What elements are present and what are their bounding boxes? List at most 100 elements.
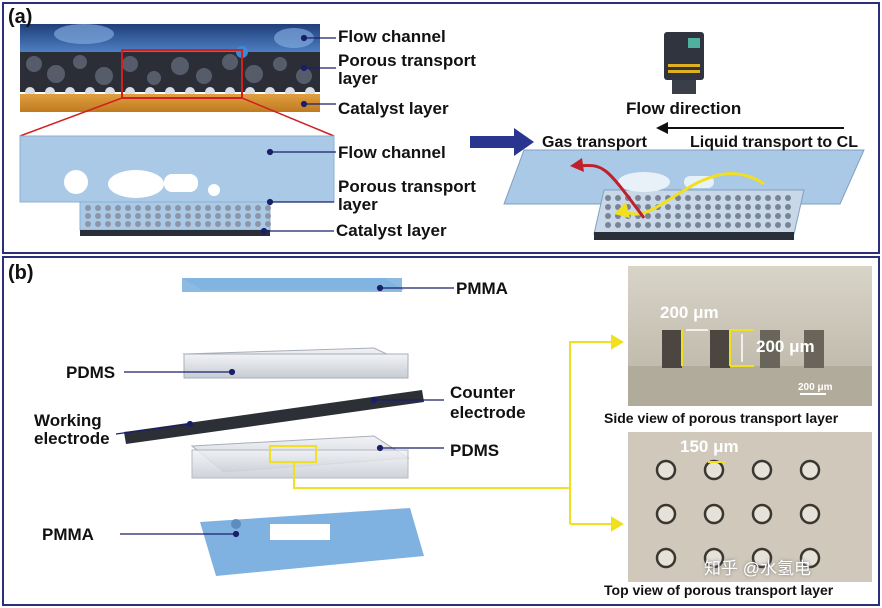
pillar-dot xyxy=(685,195,691,201)
pillar-top-view xyxy=(751,503,773,525)
pillar-dot xyxy=(185,221,191,227)
top-view-image xyxy=(628,432,872,582)
transition-arrow xyxy=(470,128,534,156)
pillar-dot xyxy=(645,195,651,201)
pillar-dot xyxy=(645,204,651,210)
pillar-dot xyxy=(655,222,661,228)
pillar-dot xyxy=(165,221,171,227)
pillar-dot xyxy=(225,213,231,219)
panel-b: (b) PMMA PDMS Counter electrode Working … xyxy=(2,256,880,606)
pillar-dot xyxy=(145,213,151,219)
pillar-dot xyxy=(725,195,731,201)
pillar-dot xyxy=(615,222,621,228)
stack-ptl-label-line2: layer xyxy=(338,69,378,88)
pillar-dot xyxy=(105,213,111,219)
side-view-image xyxy=(628,266,872,406)
pillar-top-view xyxy=(799,547,821,569)
pillar-dot xyxy=(675,222,681,228)
pillar-dot xyxy=(615,195,621,201)
pillar-dot xyxy=(135,213,141,219)
pillar-dot xyxy=(695,222,701,228)
pillar-dot xyxy=(745,195,751,201)
panel-a: (a) Flow channel Porous transport layer … xyxy=(2,2,880,254)
panel-b-graphics xyxy=(115,266,872,582)
pillar-dot xyxy=(675,213,681,219)
pillar-dot xyxy=(605,213,611,219)
pillar-dot xyxy=(125,221,131,227)
working-electrode-label-line2: electrode xyxy=(34,429,110,448)
yellow-callout-arrows xyxy=(293,334,624,532)
pillar-dot xyxy=(105,205,111,211)
pillar-dot xyxy=(215,213,221,219)
pillar-dot xyxy=(165,213,171,219)
pillar-dot xyxy=(135,221,141,227)
pillar-dot xyxy=(775,204,781,210)
pillar-dot xyxy=(605,222,611,228)
pillar-dot xyxy=(145,221,151,227)
pillar-dot xyxy=(785,222,791,228)
pillar-dot xyxy=(705,195,711,201)
device-3d xyxy=(503,32,865,240)
pillar-dot xyxy=(665,222,671,228)
pillar-top-view xyxy=(655,503,677,525)
pillar-dot xyxy=(775,222,781,228)
pillar-dot xyxy=(95,221,101,227)
pillar-dot xyxy=(765,204,771,210)
pillar-dot xyxy=(635,195,641,201)
pillar-dot xyxy=(195,205,201,211)
stack-catalyst-label: Catalyst layer xyxy=(338,99,449,118)
pillar-dot xyxy=(685,213,691,219)
pillar-dot xyxy=(735,204,741,210)
pdms-bottom-label: PDMS xyxy=(450,441,500,460)
zoom-ptl-label-line2: layer xyxy=(338,195,378,214)
pillar-dot xyxy=(645,213,651,219)
pillar-dot xyxy=(245,213,251,219)
pillar-dot xyxy=(665,204,671,210)
pillar-dot xyxy=(255,221,261,227)
pillar-top-view xyxy=(703,503,725,525)
pillar-dot xyxy=(735,195,741,201)
pillar-dot xyxy=(175,205,181,211)
pillar-dot xyxy=(775,195,781,201)
pillar-dot xyxy=(765,222,771,228)
pillar-dot xyxy=(715,222,721,228)
pillar-top-view xyxy=(655,459,677,481)
scale-bar-label: 200 μm xyxy=(798,382,833,393)
pillar-dot xyxy=(765,213,771,219)
pillar-dot xyxy=(775,213,781,219)
pillar-dot xyxy=(635,222,641,228)
pillar-dot xyxy=(195,213,201,219)
pillar-dot xyxy=(715,195,721,201)
pillar-dot xyxy=(605,204,611,210)
pillar-dot xyxy=(125,213,131,219)
pillar-top-view xyxy=(751,459,773,481)
pillar-top-view xyxy=(703,547,725,569)
pillar-dot xyxy=(665,213,671,219)
pillar-dot xyxy=(695,213,701,219)
panel-b-label: (b) xyxy=(8,262,34,284)
pillar-dot xyxy=(715,213,721,219)
side-spacing-label: 200 μm xyxy=(660,303,719,322)
pillar-dot xyxy=(745,222,751,228)
pillar-dot xyxy=(685,204,691,210)
zoom-schematic xyxy=(19,135,335,236)
pillar-dot xyxy=(155,205,161,211)
pillar-dot xyxy=(245,221,251,227)
pillar-dot xyxy=(205,221,211,227)
pillar-dot xyxy=(735,213,741,219)
exploded-stack xyxy=(124,278,424,576)
stack-flow-channel-label: Flow channel xyxy=(338,27,446,46)
pillar-dot xyxy=(155,221,161,227)
watermark: 知乎 @水氢电 xyxy=(704,559,811,578)
pillar-dot xyxy=(785,213,791,219)
pillar-dot xyxy=(205,205,211,211)
panel-a-label: (a) xyxy=(8,6,33,28)
pillar-dot xyxy=(95,205,101,211)
pdms-top-label: PDMS xyxy=(66,363,116,382)
pillar-dot xyxy=(255,205,261,211)
pillar-dot xyxy=(115,213,121,219)
pillar-dot xyxy=(255,213,261,219)
panel-a-graphics xyxy=(19,24,865,240)
pillar-dot xyxy=(245,205,251,211)
pillar-dot xyxy=(105,221,111,227)
